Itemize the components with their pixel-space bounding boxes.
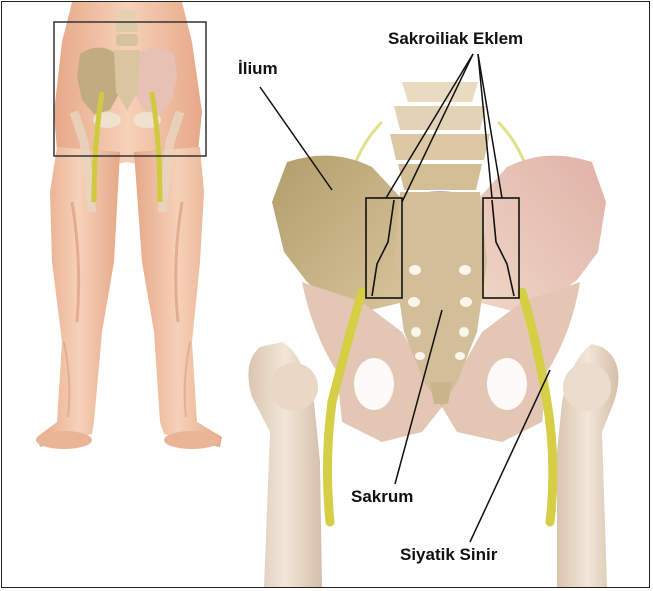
pelvis-closeup bbox=[248, 82, 618, 587]
label-ilium: İlium bbox=[238, 60, 278, 77]
label-sciatic-nerve: Siyatik Sinir bbox=[400, 546, 497, 563]
right-leg-skin bbox=[134, 147, 222, 447]
ilium-right bbox=[477, 156, 606, 312]
ilium-left bbox=[272, 156, 404, 312]
label-sacrum: Sakrum bbox=[351, 488, 413, 505]
body-figure bbox=[36, 2, 222, 449]
left-foot bbox=[36, 431, 92, 449]
right-foot bbox=[164, 431, 220, 449]
label-sacroiliac-joint: Sakroiliak Eklem bbox=[388, 30, 523, 47]
